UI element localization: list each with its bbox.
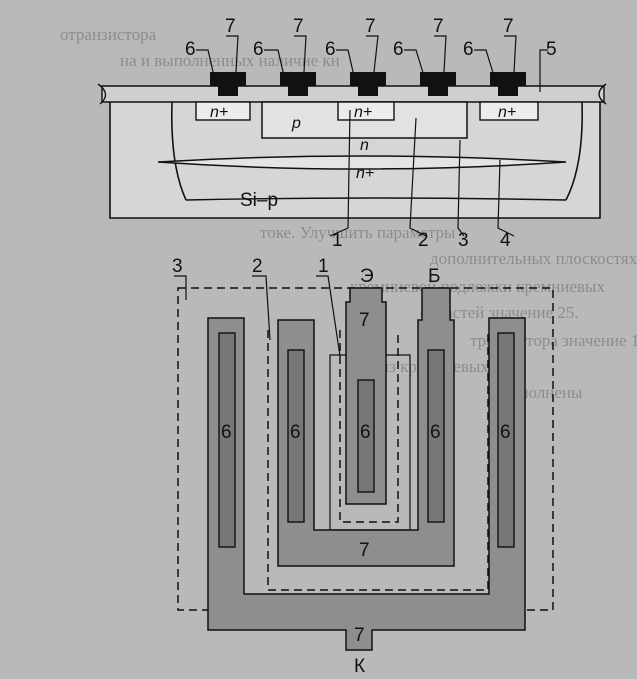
callout-region-2: 2	[252, 256, 263, 277]
bottom-leader-lines	[329, 109, 515, 237]
contact-1	[210, 72, 246, 96]
callout-top-4: 6	[325, 39, 336, 60]
contact-window-3	[357, 379, 375, 493]
base-metal	[277, 287, 455, 567]
n-plus-well-3	[479, 101, 539, 121]
callout-region-1: 1	[318, 256, 329, 277]
label-n-plus-2: n+	[354, 104, 372, 121]
metal-label-collector: 7	[354, 625, 365, 646]
background-text-line: токе. Улучшить параметры	[260, 223, 456, 242]
contact-label-1: 6	[221, 422, 232, 443]
callout-top-3: 7	[293, 16, 304, 37]
contact-label-4: 6	[430, 422, 441, 443]
background-text-line: отранзистора	[60, 25, 157, 44]
metal-contacts	[210, 72, 526, 96]
top-leader-lines	[196, 35, 548, 92]
contact-2	[280, 72, 316, 96]
top-view-leaders	[174, 275, 341, 357]
n-plus-well-2	[337, 101, 395, 121]
break-edge-right	[598, 83, 607, 105]
background-text-line: на и выполненных наличие кн	[120, 51, 340, 70]
callout-top-0: 6	[185, 39, 196, 60]
callout-bottom-0: 1	[332, 230, 343, 251]
label-substrate: Si–p	[240, 190, 278, 211]
label-n: n	[360, 137, 369, 154]
background-text-line: областей значение 25.	[420, 303, 579, 322]
top-callouts: 6 7 6 7 6 7 6 7 6 7 5	[185, 16, 557, 60]
cross-section: 6 7 6 7 6 7 6 7 6 7 5 n+ p n+ n+ n n+ Si…	[97, 16, 607, 251]
region-labels: n+ p n+ n+ n n+ Si–p	[210, 104, 516, 211]
contact-5	[490, 72, 526, 96]
n-region-outline	[185, 197, 567, 201]
callout-top-8: 6	[463, 39, 474, 60]
terminal-emitter-label: Э	[360, 266, 374, 287]
background-text-line: кремниевой подложки кремниевых	[350, 277, 605, 296]
label-p: p	[291, 115, 301, 132]
callout-bottom-1: 2	[418, 230, 429, 251]
callout-bottom-3: 4	[500, 230, 511, 251]
label-n-plus-3: n+	[498, 104, 516, 121]
buried-n-plus-layer	[157, 155, 567, 170]
background-text-line: дополнительных плоскостях	[430, 249, 637, 268]
contact-label-3: 6	[360, 422, 371, 443]
metal-label-emitter: 7	[359, 310, 370, 331]
terminal-base-label: Б	[428, 266, 440, 287]
callout-bottom-2: 3	[458, 230, 469, 251]
callout-top-2: 6	[253, 39, 264, 60]
metal-label-base: 7	[359, 540, 370, 561]
terminal-collector-label: К	[354, 656, 365, 677]
contact-window-5	[497, 332, 515, 548]
collector-metal	[207, 317, 526, 651]
outline-region-1	[339, 330, 399, 523]
n-plus-well-1	[195, 101, 251, 121]
callout-right: 5	[546, 39, 557, 60]
label-n-plus-1: n+	[210, 104, 228, 121]
bottom-callouts: 1 2 3 4	[332, 230, 511, 251]
contact-label-5: 6	[500, 422, 511, 443]
top-view: 3 2 1 Э Б К 7 7 7 6 6 6 6 6	[172, 256, 554, 677]
isolation-walls	[170, 101, 583, 201]
contact-3	[350, 72, 386, 96]
contact-label-2: 6	[290, 422, 301, 443]
break-edge-left	[97, 83, 107, 105]
oxide-layer	[101, 85, 605, 103]
contact-window-1	[218, 332, 236, 548]
label-buried-n-plus: n+	[356, 165, 374, 182]
callout-top-1: 7	[225, 16, 236, 37]
contact-window-2	[287, 349, 305, 523]
outline-region-2	[267, 330, 489, 591]
callout-top-6: 6	[393, 39, 404, 60]
callout-top-7: 7	[433, 16, 444, 37]
contact-4	[420, 72, 456, 96]
callout-region-3: 3	[172, 256, 183, 277]
contact-window-4	[427, 349, 445, 523]
contact-windows	[218, 332, 515, 548]
callout-top-9: 7	[503, 16, 514, 37]
callout-top-5: 7	[365, 16, 376, 37]
